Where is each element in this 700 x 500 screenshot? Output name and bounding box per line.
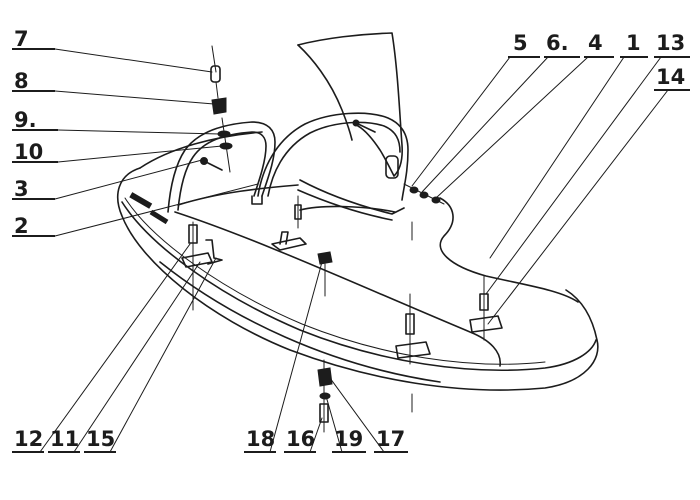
leader-lines bbox=[39, 48, 669, 453]
part-12-bolt bbox=[188, 224, 198, 244]
part-3-pin-head bbox=[200, 157, 208, 165]
frame-socket-right bbox=[385, 155, 399, 179]
hull-inner-top-edge bbox=[177, 184, 299, 206]
hardware-stack-top bbox=[200, 45, 233, 173]
callout-4: 4 bbox=[588, 31, 603, 55]
plate-center-bottom bbox=[395, 341, 431, 359]
callout-18: 18 bbox=[246, 427, 275, 451]
bolt-center bbox=[294, 204, 302, 220]
callout-15: 15 bbox=[86, 427, 115, 451]
windshield-outline bbox=[297, 32, 403, 177]
bracket-center bbox=[271, 237, 307, 251]
callout-2: 2 bbox=[14, 214, 29, 238]
callout-17: 17 bbox=[376, 427, 405, 451]
frame-tube-front-outer bbox=[257, 112, 409, 201]
hull-lower-edge bbox=[159, 261, 441, 383]
part-18-nut bbox=[317, 251, 333, 265]
hull-body bbox=[116, 131, 599, 413]
bolt-center-bottom bbox=[405, 313, 415, 335]
hull-right-inner-edge bbox=[439, 197, 579, 303]
callout-14: 14 bbox=[656, 65, 685, 89]
hull-rim-clip-left bbox=[129, 192, 153, 209]
frame-tube-front-base bbox=[299, 179, 405, 215]
callout-6: 6. bbox=[546, 31, 569, 55]
part-14-plate bbox=[469, 315, 503, 333]
bolt-axis-9-10 bbox=[221, 117, 231, 173]
leader-16 bbox=[309, 417, 323, 453]
frame-tube-left-inner bbox=[177, 131, 267, 211]
leader-4 bbox=[435, 56, 589, 199]
leader-1 bbox=[489, 56, 625, 259]
part-17-nut bbox=[317, 367, 333, 387]
callout-5: 5 bbox=[513, 31, 528, 55]
windshield-left-edge bbox=[297, 44, 353, 141]
callout-1: 1 bbox=[626, 31, 641, 55]
leader-6 bbox=[421, 56, 549, 193]
leader-3 bbox=[54, 159, 203, 200]
hull-rim-stripe bbox=[124, 197, 546, 365]
frame-tube-left-outer bbox=[167, 121, 276, 213]
callout-9: 9. bbox=[14, 108, 37, 132]
part-8-nut bbox=[211, 97, 227, 115]
part-13-bolt bbox=[479, 293, 489, 311]
hull-outer-outline bbox=[116, 167, 599, 391]
callout-8: 8 bbox=[14, 69, 29, 93]
part-11-plate bbox=[181, 252, 213, 268]
callout-labels: 7 8 9. 10 3 2 5 6. 4 1 13 14 12 11 15 18… bbox=[12, 27, 690, 453]
tube-frame-rear bbox=[167, 121, 276, 213]
floor-hardware bbox=[181, 195, 503, 433]
frame-tube-front-inner bbox=[267, 121, 401, 197]
bolt-axis-right bbox=[403, 183, 445, 205]
callout-10: 10 bbox=[14, 140, 43, 164]
leader-14 bbox=[487, 89, 669, 325]
leader-19 bbox=[325, 395, 343, 453]
pin-upper-right-head bbox=[352, 119, 360, 127]
bolt-axis-8 bbox=[215, 81, 219, 99]
callout-11: 11 bbox=[50, 427, 79, 451]
leader-11 bbox=[73, 261, 201, 453]
leader-9 bbox=[57, 129, 221, 135]
leader-5 bbox=[411, 56, 511, 187]
leader-10 bbox=[57, 145, 223, 163]
leader-18 bbox=[269, 261, 323, 453]
leader-2 bbox=[54, 183, 259, 237]
leader-12 bbox=[39, 243, 191, 453]
callout-19: 19 bbox=[334, 427, 363, 451]
callout-13: 13 bbox=[656, 31, 685, 55]
leader-13 bbox=[485, 56, 662, 295]
callout-3: 3 bbox=[14, 177, 29, 201]
frame-tube-front-lower bbox=[297, 189, 393, 221]
frame-tube-left-leg bbox=[251, 195, 263, 205]
cockpit-floor-edge bbox=[174, 211, 501, 367]
leader-17 bbox=[329, 377, 385, 453]
part-19-washer bbox=[319, 392, 331, 400]
hull-rim-clip-mid bbox=[149, 209, 169, 225]
tube-frame-front bbox=[257, 112, 409, 221]
bracket-center-tab bbox=[279, 231, 289, 245]
hardware-right bbox=[352, 119, 445, 241]
hull-top-left-edge bbox=[139, 131, 263, 169]
bolt-axis-7 bbox=[211, 45, 217, 73]
callout-7: 7 bbox=[14, 27, 29, 51]
callout-12: 12 bbox=[14, 427, 43, 451]
hull-rim-edge bbox=[121, 201, 597, 372]
part-15-bracket bbox=[205, 239, 223, 265]
leader-7 bbox=[54, 48, 213, 73]
leader-15 bbox=[109, 257, 217, 453]
callout-16: 16 bbox=[286, 427, 315, 451]
leader-8 bbox=[54, 90, 215, 105]
